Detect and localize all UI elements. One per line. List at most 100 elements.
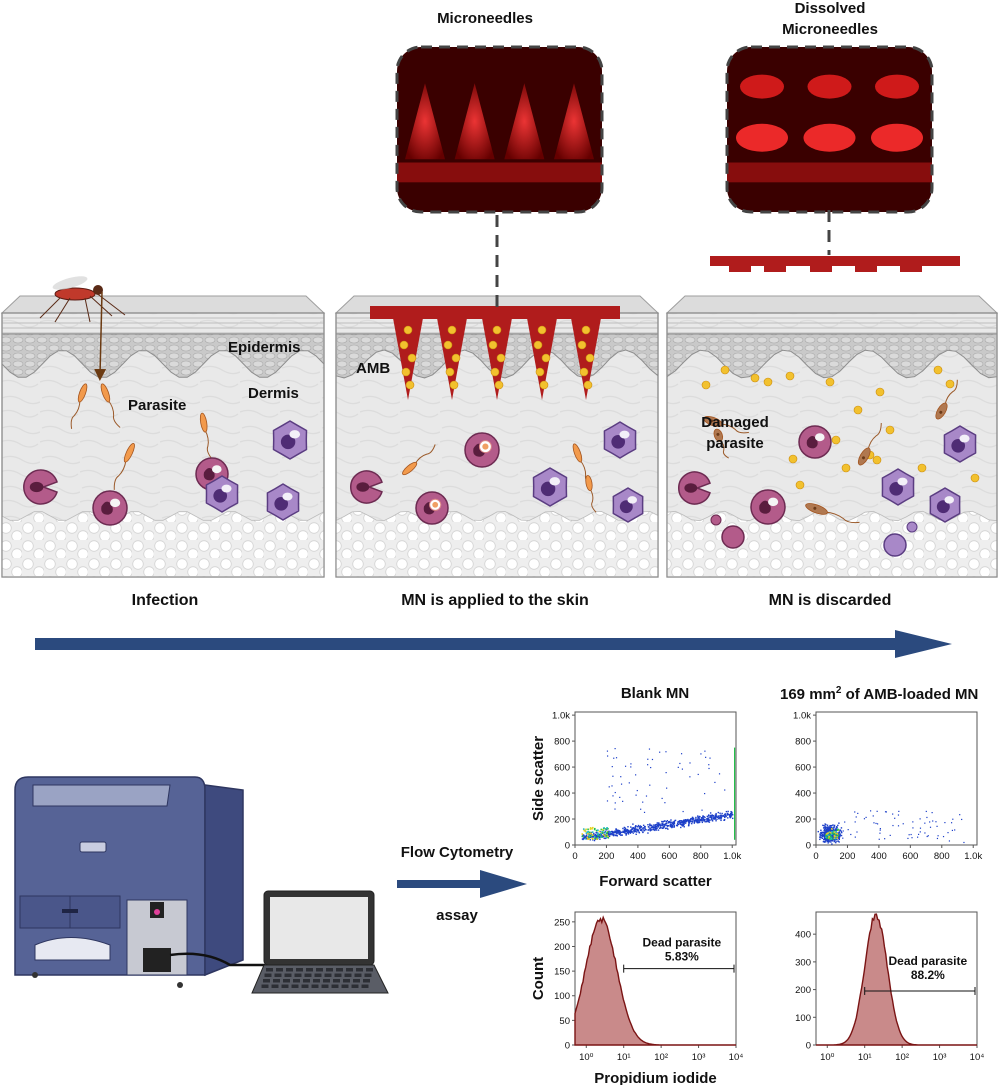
amb-particle (970, 473, 980, 483)
parasite (100, 383, 121, 428)
macrophage-cell (612, 487, 644, 523)
amb-particle (490, 367, 500, 377)
vacuole (768, 497, 779, 507)
mosquito-leg (94, 291, 126, 316)
amb-particle (492, 325, 502, 335)
laptop-key (343, 979, 350, 983)
macrophage-cell (881, 468, 915, 506)
amb-particle (541, 353, 551, 363)
cell-nucleus (936, 500, 950, 514)
laptop-key (314, 973, 322, 977)
laptop-key (296, 968, 303, 972)
amb-particle (933, 365, 943, 375)
label-damaged-parasite: parasite (706, 435, 764, 452)
instrument-handle (79, 841, 107, 853)
title-amb-prefix: 169 mm (780, 686, 836, 703)
skin-block-3 (665, 295, 998, 578)
cell-nucleus (684, 483, 698, 493)
discarded-mn-patch (710, 256, 960, 272)
parasite-spot (862, 456, 865, 460)
mosquito-leg (39, 297, 61, 319)
flagellum (204, 429, 213, 460)
dissolved-mn-image (725, 45, 934, 214)
amb-particle (763, 377, 773, 387)
laptop-key (263, 979, 270, 983)
vacuole (289, 430, 301, 439)
drawer-handle (62, 909, 78, 913)
laptop-key (276, 968, 283, 972)
laptop (251, 890, 389, 994)
instrument-foot (32, 972, 38, 978)
amb-particle (496, 353, 506, 363)
label-damaged: Damaged (701, 414, 769, 431)
amb-particle (853, 405, 863, 415)
amb-particle (875, 387, 885, 397)
macrophage-cell (532, 467, 568, 507)
amb-particle (447, 325, 457, 335)
macrophage-cell (205, 475, 239, 513)
laptop-key (356, 968, 363, 972)
amb-particle (581, 325, 591, 335)
flagellum (824, 511, 860, 524)
cell-nucleus (889, 481, 904, 496)
amb-particle (750, 373, 760, 383)
mn-stub (729, 266, 751, 272)
title-amb-sup: 2 (835, 685, 842, 696)
immune-cell (415, 491, 449, 525)
flagellum (414, 444, 436, 465)
macrophage-cell (929, 487, 961, 523)
amb-particle (785, 371, 795, 381)
amb-particle (535, 367, 545, 377)
laptop-key (301, 984, 309, 988)
cell-body (883, 533, 907, 557)
laptop-key (331, 984, 339, 988)
skin-top-face (665, 295, 998, 314)
parasite-body (100, 383, 111, 403)
parasite-spot (710, 419, 714, 423)
cell-nucleus (356, 482, 370, 492)
flagellum (107, 399, 121, 428)
needle-glow (454, 83, 495, 160)
laptop-key (284, 973, 292, 977)
laptop-key (366, 968, 373, 972)
amb-particle (494, 380, 504, 390)
mn-stub (855, 266, 877, 272)
vacuole (627, 496, 638, 504)
label-epidermis: Epidermis (228, 339, 301, 356)
cell-nucleus (274, 496, 289, 511)
cell-nucleus (280, 434, 296, 450)
laptop-key (304, 973, 312, 977)
skin-outline (666, 312, 998, 578)
parasite-body (123, 442, 135, 463)
cell-nucleus (29, 481, 44, 493)
parasite-body (77, 383, 88, 403)
fat-layer (1, 511, 325, 578)
vacuole (212, 465, 222, 474)
instrument-lid (32, 784, 171, 807)
skin-blocks (0, 276, 998, 578)
parasite (585, 475, 597, 513)
bleb (710, 514, 722, 526)
vacuole (110, 498, 121, 508)
flagellum (113, 459, 127, 490)
laptop-key (323, 979, 330, 983)
amb-particle (579, 367, 589, 377)
mosquito-leg (84, 297, 91, 323)
laptop-key (313, 979, 320, 983)
amb-particle (585, 353, 595, 363)
damaged-parasite (805, 503, 860, 524)
vacuole (944, 496, 955, 504)
amb-particle (583, 380, 593, 390)
laptop-key (346, 968, 353, 972)
laptop-key (271, 984, 279, 988)
mn-stub (900, 266, 922, 272)
laptop-key (264, 973, 272, 977)
amb-particle (872, 455, 882, 465)
amb-particle (577, 340, 587, 350)
parasite-spot (716, 432, 720, 436)
skin-outline (1, 312, 325, 578)
flow-arrow (397, 870, 527, 898)
parasite-body (402, 461, 418, 476)
title-amb-mn: 169 mm2 of AMB-loaded MN (780, 685, 978, 703)
